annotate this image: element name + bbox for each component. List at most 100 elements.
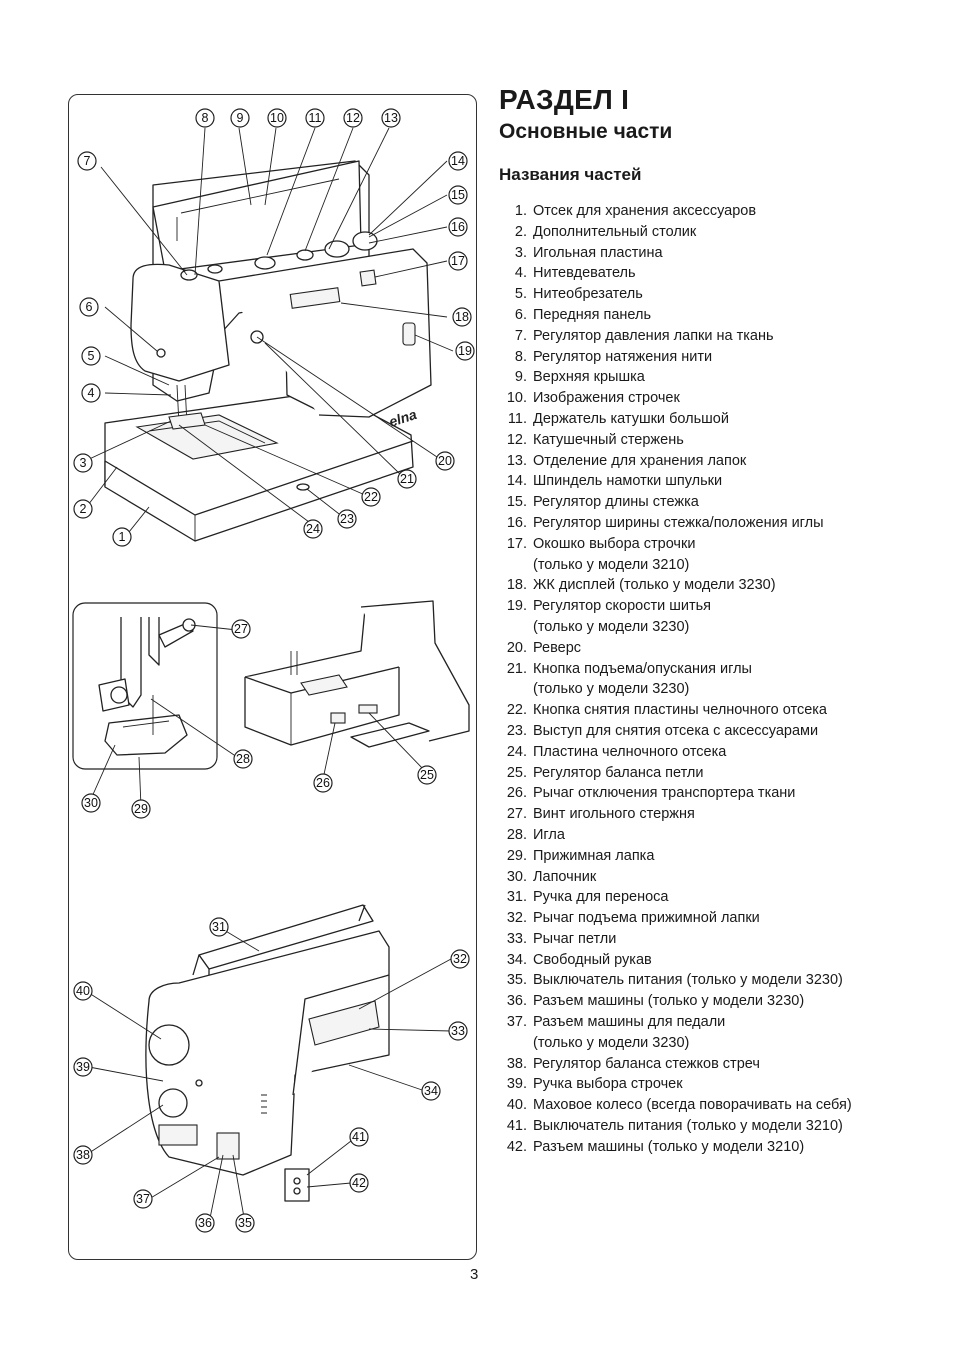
list-item: 42. Разъем машины (только у модели 3210) — [499, 1137, 919, 1158]
svg-text:7: 7 — [84, 154, 91, 168]
part-number: 22. — [506, 702, 527, 719]
part-number: 29. — [506, 847, 527, 864]
svg-text:6: 6 — [86, 300, 93, 314]
part-number: 33. — [506, 930, 527, 947]
list-item: 32. Рычаг подъема прижимной лапки — [499, 908, 919, 929]
part-name: Рычаг подъема прижимной лапки — [533, 908, 760, 929]
part-name: Свободный рукав — [533, 950, 652, 971]
list-item: 9.Верхняя крышка — [499, 367, 919, 388]
part-name-line: Игла — [533, 826, 565, 843]
svg-text:3: 3 — [80, 456, 87, 470]
section-title: РАЗДЕЛ I — [499, 84, 630, 115]
callout-18: 18 — [452, 307, 472, 327]
list-item: 5. Нитеобрезатель — [499, 284, 919, 305]
part-name-line: Дополнительный столик — [533, 223, 697, 240]
part-name-line: Выключатель питания (только у модели 323… — [533, 972, 843, 989]
svg-text:39: 39 — [76, 1060, 90, 1074]
part-name-line: Окошко выбора строчки — [533, 535, 696, 552]
svg-text:24: 24 — [306, 522, 320, 536]
list-item: 25.Регулятор баланса петли — [499, 763, 919, 784]
part-name-line: Выступ для снятия отсека с аксессуарами — [533, 722, 819, 739]
part-name: Регулятор скорости шитья(только у модели… — [533, 596, 711, 638]
part-name: Прижимная лапка — [533, 846, 654, 867]
part-number: 27. — [506, 806, 527, 823]
part-number: 35. — [506, 972, 527, 989]
callout-32: 32 — [450, 949, 470, 969]
part-name-line: Игольная пластина — [533, 244, 663, 261]
callout-30: 30 — [81, 793, 101, 813]
callout-14: 14 — [448, 151, 468, 171]
part-name-line: Держатель катушки большой — [533, 410, 729, 427]
part-number: 16. — [506, 514, 527, 531]
part-name-line: Отсек для хранения аксессуаров — [533, 203, 757, 219]
machine-side-view — [244, 600, 470, 748]
callout-7: 7 — [77, 151, 97, 171]
callout-19: 19 — [455, 341, 475, 361]
callout-5: 5 — [81, 346, 101, 366]
part-name: Рычаг петли — [533, 929, 616, 950]
callout-41: 41 — [349, 1127, 369, 1147]
list-item: 1. Отсек для хранения аксессуаров — [499, 201, 919, 222]
list-item: 24.Пластина челночного отсека — [499, 742, 919, 763]
part-number: 3. — [514, 244, 527, 261]
part-number: 2. — [514, 223, 527, 240]
callout-27: 27 — [231, 619, 251, 639]
part-name: Разъем машины (только у модели 3210) — [533, 1137, 804, 1158]
part-number: 36. — [506, 993, 527, 1010]
part-number: 37. — [506, 1014, 527, 1031]
part-name-line: Регулятор давления лапки на ткань — [533, 327, 774, 344]
part-name: Кнопка снятия пластины челночного отсека — [533, 700, 827, 721]
part-name-line: Регулятор баланса стежков стреч — [533, 1055, 760, 1072]
list-item: 38.Регулятор баланса стежков стреч — [499, 1054, 919, 1075]
part-name-line: Верхняя крышка — [533, 369, 645, 386]
page-number: 3 — [470, 1266, 479, 1283]
list-item: 3. Игольная пластина — [499, 243, 919, 264]
part-name-line: Рычаг подъема прижимной лапки — [533, 910, 760, 927]
list-item: 20.Реверс — [499, 638, 919, 659]
part-number: 10. — [506, 390, 527, 407]
part-name: Регулятор натяжения нити — [533, 347, 712, 368]
part-number: 41. — [506, 1118, 527, 1135]
callout-33: 33 — [448, 1021, 468, 1041]
callout-35: 35 — [235, 1213, 255, 1233]
part-name-line: Разъем машины (только у модели 3210) — [533, 1138, 805, 1155]
brand-label: elna — [387, 406, 419, 430]
part-number: 23. — [506, 722, 527, 739]
needle-foot-inset — [72, 602, 218, 770]
svg-text:35: 35 — [238, 1216, 252, 1230]
part-name: Кнопка подъема/опускания иглы(только у м… — [533, 659, 752, 701]
part-name-line: Нитеобрезатель — [533, 286, 643, 303]
part-number: 1. — [514, 203, 527, 219]
callout-26: 26 — [313, 773, 333, 793]
svg-text:17: 17 — [451, 254, 465, 268]
part-name-line: Маховое колесо (всегда поворачивать на с… — [533, 1097, 852, 1114]
part-name: Ручка для переноса — [533, 887, 668, 908]
callout-1: 1 — [112, 527, 132, 547]
callout-25: 25 — [417, 765, 437, 785]
part-number: 21. — [506, 660, 527, 677]
callout-22: 22 — [361, 487, 381, 507]
part-name-line: Рычаг отключения транспортера ткани — [533, 785, 796, 802]
svg-text:31: 31 — [212, 920, 226, 934]
list-item: 27.Винт игольного стержня — [499, 804, 919, 825]
callout-24: 24 — [303, 519, 323, 539]
list-item: 23. Выступ для снятия отсека с аксессуара… — [499, 721, 919, 742]
part-name-line: Кнопка снятия пластины челночного отсека — [533, 702, 827, 719]
callout-28: 28 — [233, 749, 253, 769]
part-name-line: ЖК дисплей (только у модели 3230) — [533, 577, 776, 594]
machine-rear-view — [145, 904, 390, 1202]
svg-text:36: 36 — [198, 1216, 212, 1230]
part-name-line: Передняя панель — [533, 306, 652, 323]
part-name: Отделение для хранения лапок — [533, 451, 746, 472]
part-number: 42. — [506, 1138, 527, 1155]
part-number: 5. — [514, 286, 527, 303]
callout-10: 10 — [267, 108, 287, 128]
part-name: Ручка выбора строчек — [533, 1074, 683, 1095]
callout-13: 13 — [381, 108, 401, 128]
part-name-line: Отделение для хранения лапок — [533, 452, 747, 469]
part-number: 12. — [506, 431, 527, 448]
part-number: 32. — [506, 910, 527, 927]
part-number: 25. — [506, 764, 527, 781]
part-name-line: Регулятор длины стежка — [533, 494, 699, 511]
part-number: 28. — [506, 826, 527, 843]
